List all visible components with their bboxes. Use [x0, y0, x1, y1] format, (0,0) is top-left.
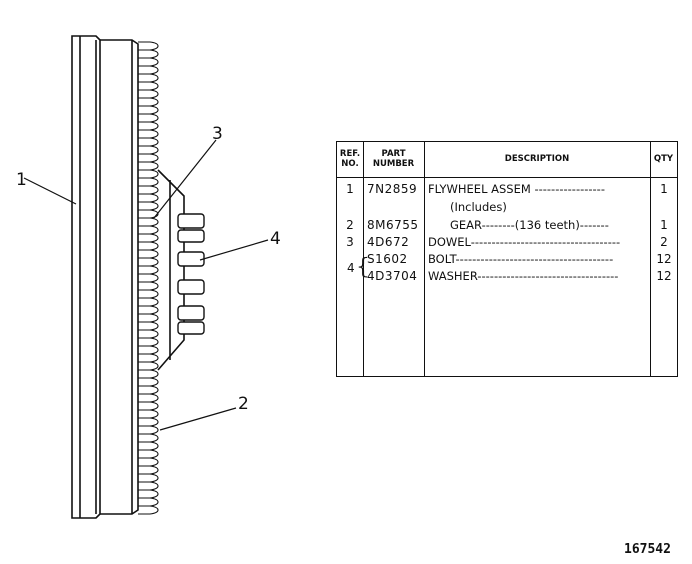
gear-tooth [138, 329, 159, 339]
gear-tooth [138, 97, 159, 107]
leader-line-3 [153, 139, 217, 219]
gear-tooth [138, 321, 159, 331]
gear-tooth [138, 281, 159, 291]
gear-tooth [138, 257, 159, 267]
gear-tooth [138, 457, 159, 467]
leader-line-4 [199, 239, 269, 261]
dowel [177, 279, 205, 295]
bolt [177, 305, 205, 321]
gear-tooth [138, 177, 159, 187]
dowel [177, 251, 205, 267]
gear-tooth [138, 129, 159, 139]
gear-tooth [138, 401, 159, 411]
gear-tooth [138, 273, 159, 283]
gear-tooth [138, 225, 159, 235]
gear-tooth [138, 433, 159, 443]
gear-tooth [138, 289, 159, 299]
gear-tooth [138, 49, 159, 59]
gear-tooth [138, 409, 159, 419]
gear-tooth [138, 369, 159, 379]
gear-tooth [138, 417, 159, 427]
bolt [177, 229, 205, 243]
gear-tooth [138, 153, 159, 163]
gear-tooth [138, 233, 159, 243]
gear-tooth [138, 193, 159, 203]
gear-tooth [138, 145, 159, 155]
gear-tooth [138, 337, 159, 347]
bolt [177, 321, 205, 335]
leader-line-1 [23, 177, 77, 205]
gear-tooth [138, 393, 159, 403]
gear-tooth [138, 137, 159, 147]
gear-tooth [138, 265, 159, 275]
gear-tooth [138, 161, 159, 171]
callout-2: 2 [238, 394, 249, 414]
gear-tooth [138, 113, 159, 123]
table-row: 4D3704 WASHER---------------------------… [367, 269, 672, 283]
gear-tooth [138, 473, 159, 483]
callout-3: 3 [212, 124, 223, 144]
gear-tooth [138, 377, 159, 387]
gear-tooth [138, 449, 159, 459]
gear-tooth [138, 105, 159, 115]
gear-tooth [138, 249, 159, 259]
gear-tooth [138, 441, 159, 451]
gear-tooth [138, 121, 159, 131]
flywheel-hub [157, 169, 185, 371]
figure-number: 167542 [624, 542, 671, 557]
gear-tooth [138, 505, 159, 515]
grouped-ref-number: 4 [347, 261, 355, 275]
gear-tooth [138, 497, 159, 507]
gear-tooth [138, 65, 159, 75]
gear-tooth [138, 297, 159, 307]
gear-tooth [138, 489, 159, 499]
table-row: S1602 BOLT------------------------------… [367, 252, 672, 266]
gear-tooth [138, 313, 159, 323]
gear-tooth [138, 89, 159, 99]
header-description: DESCRIPTION [424, 142, 650, 178]
gear-tooth [138, 241, 159, 251]
flywheel-illustration [23, 35, 269, 519]
callout-4: 4 [270, 229, 281, 249]
bolt [177, 213, 205, 229]
leader-line-2 [159, 407, 237, 431]
gear-tooth [138, 185, 159, 195]
header-qty: QTY [650, 142, 677, 178]
header-ref: REF.NO. [337, 142, 363, 178]
gear-tooth [138, 361, 159, 371]
gear-tooth [138, 73, 159, 83]
flywheel-body [100, 39, 139, 515]
gear-tooth [138, 41, 159, 51]
group-brace-icon: { [356, 255, 370, 280]
table-row: (Includes) [450, 200, 507, 214]
gear-tooth [138, 353, 159, 363]
gear-tooth [138, 81, 159, 91]
gear-tooth [138, 425, 159, 435]
gear-tooth [138, 217, 159, 227]
gear-tooth [138, 201, 159, 211]
gear-tooth [138, 465, 159, 475]
gear-tooth [138, 481, 159, 491]
gear-tooth [138, 345, 159, 355]
gear-tooth [138, 169, 159, 179]
callout-1: 1 [16, 170, 27, 190]
gear-tooth [138, 57, 159, 67]
gear-tooth [138, 305, 159, 315]
gear-tooth [138, 385, 159, 395]
gear-tooth [138, 209, 159, 219]
ring-gear [138, 41, 159, 515]
